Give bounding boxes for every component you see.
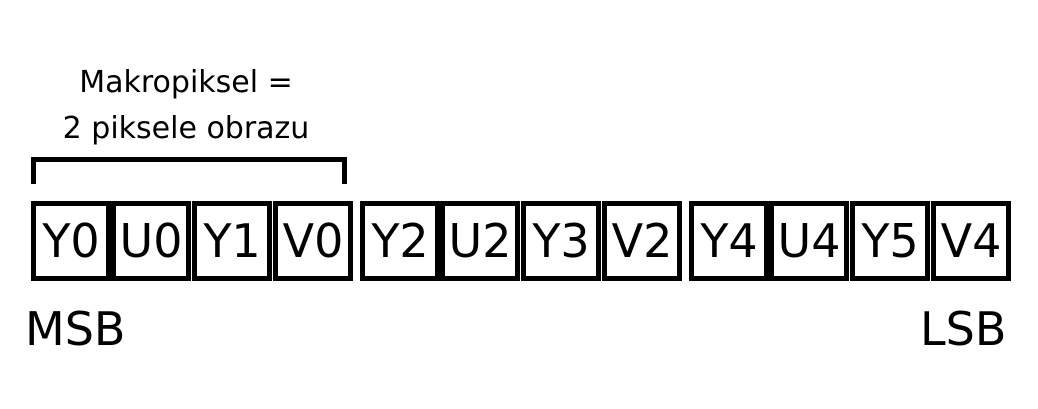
byte-cell: U0	[111, 201, 191, 281]
byte-cell: V0	[273, 201, 353, 281]
byte-cell: V4	[931, 201, 1011, 281]
msb-label: MSB	[25, 302, 126, 356]
byte-cell: Y2	[360, 201, 440, 281]
byte-cell: U2	[440, 201, 520, 281]
byte-cell: Y1	[192, 201, 272, 281]
macropixel-bracket	[31, 157, 347, 184]
byte-cell: Y3	[521, 201, 601, 281]
byte-cell: U4	[769, 201, 849, 281]
macropixel-caption: Makropiksel = 2 piksele obrazu	[30, 60, 342, 152]
byte-cell: Y5	[850, 201, 930, 281]
byte-cell: V2	[602, 201, 682, 281]
caption-line-1: Makropiksel =	[79, 65, 293, 100]
lsb-label: LSB	[920, 302, 1007, 356]
byte-cell: Y0	[31, 201, 111, 281]
byte-cell: Y4	[689, 201, 769, 281]
caption-line-2: 2 piksele obrazu	[62, 111, 310, 146]
